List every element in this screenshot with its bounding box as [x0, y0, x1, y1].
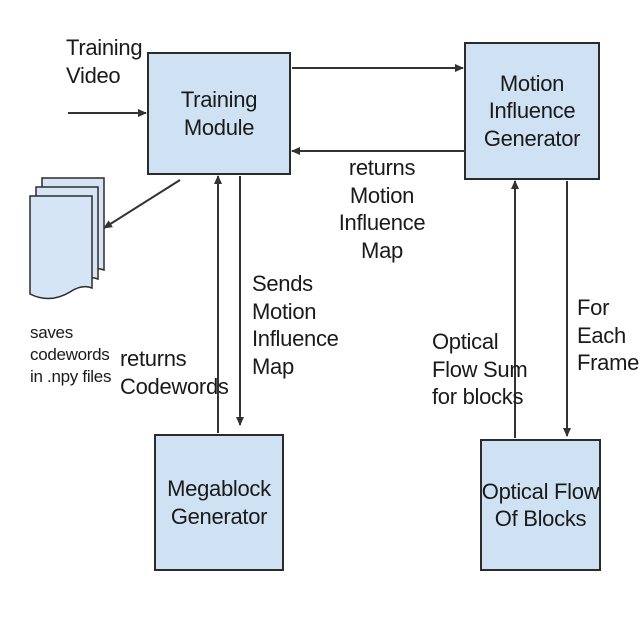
- training-module-box: [147, 52, 291, 175]
- motion-influence-generator-box: [464, 42, 600, 180]
- optical-flow-blocks-label: Optical Flow Of Blocks: [481, 478, 600, 532]
- training-video-label: Training Video: [66, 35, 143, 88]
- optical-flow-sum-label: Optical Flow Sum for blocks: [432, 329, 528, 409]
- megablock-generator-box: [154, 434, 284, 571]
- returns-codewords-label: returns Codewords: [120, 346, 229, 399]
- returns-motion-influence-map-label: returns Motion Influence Map: [338, 155, 426, 263]
- saves-codewords-label: saves codewords in .npy files: [30, 323, 112, 387]
- document-stack-icon: [29, 177, 105, 300]
- for-each-frame-label: For Each Frame: [577, 295, 640, 375]
- megablock-generator-label: Megablock Generator: [167, 476, 271, 529]
- optical-flow-blocks-box: [480, 439, 601, 571]
- arrow-training-to-files: [103, 179, 181, 229]
- motion-influence-generator-label: Motion Influence Generator: [483, 70, 581, 151]
- training-module-label: Training Module: [180, 87, 258, 140]
- sends-motion-influence-map-label: Sends Motion Influence Map: [252, 271, 339, 379]
